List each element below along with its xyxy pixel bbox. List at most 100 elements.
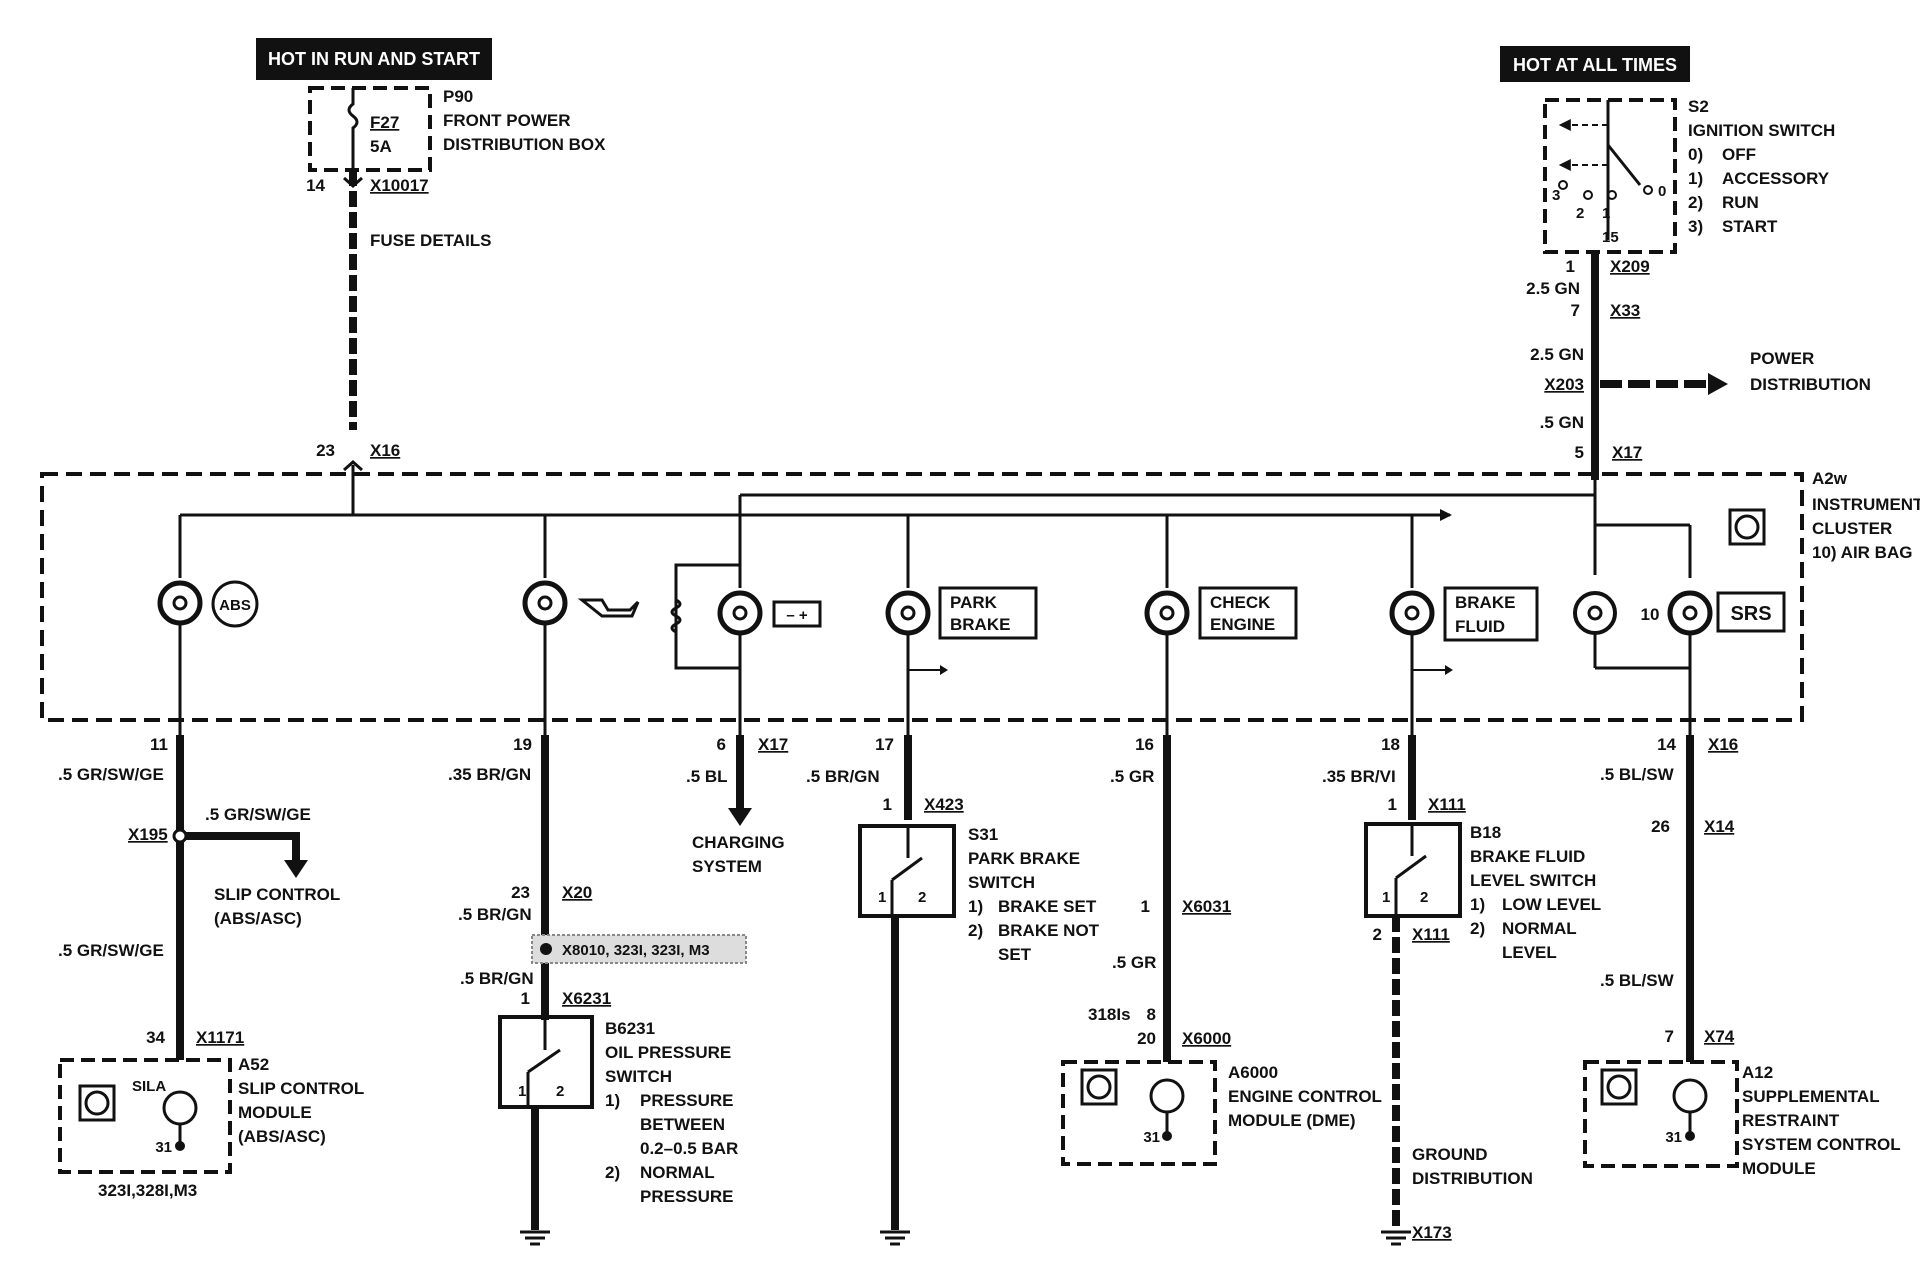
svg-text:SRS: SRS: [1730, 603, 1771, 625]
svg-text:A52: A52: [238, 1055, 269, 1074]
svg-text:S2: S2: [1688, 97, 1709, 116]
svg-text:18: 18: [1381, 735, 1400, 754]
svg-text:318Is: 318Is: [1088, 1005, 1131, 1024]
svg-text:S31: S31: [968, 825, 998, 844]
header-hot-all-times: HOT AT ALL TIMES: [1500, 46, 1690, 82]
svg-text:PRESSURE: PRESSURE: [640, 1187, 734, 1206]
svg-text:2: 2: [1420, 889, 1428, 906]
svg-text:0: 0: [1658, 183, 1666, 200]
svg-text:X16: X16: [370, 441, 400, 460]
svg-text:DISTRIBUTION: DISTRIBUTION: [1412, 1169, 1533, 1188]
svg-text:IGNITION SWITCH: IGNITION SWITCH: [1688, 121, 1835, 140]
svg-text:1: 1: [1388, 795, 1397, 814]
svg-text:ABS: ABS: [219, 597, 251, 614]
svg-text:BRAKE FLUID: BRAKE FLUID: [1470, 847, 1585, 866]
svg-text:31: 31: [1665, 1129, 1682, 1146]
svg-text:MODULE (DME): MODULE (DME): [1228, 1111, 1355, 1130]
svg-text:6: 6: [717, 735, 726, 754]
svg-text:X209: X209: [1610, 257, 1650, 276]
svg-text:X203: X203: [1544, 375, 1584, 394]
svg-text:8: 8: [1147, 1005, 1156, 1024]
svg-text:SILA: SILA: [132, 1078, 166, 1095]
svg-text:.5 BR/GN: .5 BR/GN: [458, 905, 532, 924]
brake-fluid-lamp: BRAKE FLUID: [1389, 515, 1539, 735]
svg-text:LEVEL: LEVEL: [1502, 943, 1557, 962]
svg-text:10) AIR BAG: 10) AIR BAG: [1812, 543, 1912, 562]
module-icon: [1606, 1074, 1632, 1100]
svg-text:1: 1: [518, 1083, 526, 1100]
svg-text:2: 2: [918, 889, 926, 906]
svg-text:.5 GN: .5 GN: [1540, 413, 1584, 432]
transistor-icon: [1149, 1078, 1185, 1114]
svg-text:1: 1: [1602, 205, 1610, 222]
svg-text:.5 BL/SW: .5 BL/SW: [1600, 971, 1675, 990]
svg-text:PARK: PARK: [950, 593, 998, 612]
svg-text:X1171: X1171: [196, 1028, 244, 1047]
svg-text:POWER: POWER: [1750, 349, 1814, 368]
svg-text:X6031: X6031: [1182, 897, 1231, 916]
svg-text:HOT IN RUN AND START: HOT IN RUN AND START: [268, 49, 480, 69]
svg-text:.5 BR/GN: .5 BR/GN: [806, 767, 880, 786]
svg-text:OIL PRESSURE: OIL PRESSURE: [605, 1043, 731, 1062]
ground-icon: [880, 1230, 910, 1246]
svg-text:ENGINE CONTROL: ENGINE CONTROL: [1228, 1087, 1382, 1106]
svg-text:NORMAL: NORMAL: [1502, 919, 1577, 938]
svg-text:19: 19: [513, 735, 532, 754]
svg-text:SLIP CONTROL: SLIP CONTROL: [238, 1079, 364, 1098]
svg-text:20: 20: [1137, 1029, 1156, 1048]
svg-text:2.5 GN: 2.5 GN: [1526, 279, 1580, 298]
svg-text:P90: P90: [443, 87, 473, 106]
svg-text:2): 2): [968, 921, 983, 940]
svg-text:X195: X195: [128, 825, 168, 844]
module-icon: [1086, 1074, 1112, 1100]
svg-text:MODULE: MODULE: [238, 1103, 312, 1122]
svg-text:LEVEL SWITCH: LEVEL SWITCH: [1470, 871, 1596, 890]
svg-text:X17: X17: [1612, 443, 1642, 462]
svg-text:FRONT POWER: FRONT POWER: [443, 111, 571, 130]
svg-text:1: 1: [878, 889, 886, 906]
svg-text:X20: X20: [562, 883, 592, 902]
svg-text:B6231: B6231: [605, 1019, 655, 1038]
svg-text:A6000: A6000: [1228, 1063, 1278, 1082]
svg-text:GROUND: GROUND: [1412, 1145, 1488, 1164]
svg-text:.35 BR/VI: .35 BR/VI: [1322, 767, 1396, 786]
svg-text:X111: X111: [1428, 795, 1466, 814]
svg-text:7: 7: [1665, 1027, 1674, 1046]
svg-text:OFF: OFF: [1722, 145, 1756, 164]
svg-text:0.2–0.5 BAR: 0.2–0.5 BAR: [640, 1139, 738, 1158]
svg-text:ENGINE: ENGINE: [1210, 615, 1275, 634]
svg-text:1: 1: [1382, 889, 1390, 906]
svg-text:SWITCH: SWITCH: [605, 1067, 672, 1086]
svg-text:SYSTEM: SYSTEM: [692, 857, 762, 876]
svg-text:1: 1: [1566, 257, 1575, 276]
svg-text:SYSTEM CONTROL: SYSTEM CONTROL: [1742, 1135, 1901, 1154]
brake-fluid-branch: 18 .35 BR/VI 1 X111 1 2 2 X111 GROUND DI…: [1322, 735, 1601, 1246]
svg-text:DISTRIBUTION BOX: DISTRIBUTION BOX: [443, 135, 606, 154]
airbag-icon: [1734, 514, 1760, 540]
svg-text:5A: 5A: [370, 137, 392, 156]
oil-pressure-branch: 19 .35 BR/GN 23 X20 .5 BR/GN X8010, 323I…: [448, 735, 747, 1246]
svg-text:LOW LEVEL: LOW LEVEL: [1502, 895, 1601, 914]
svg-text:SWITCH: SWITCH: [968, 873, 1035, 892]
svg-text:2: 2: [1576, 205, 1584, 222]
svg-text:PRESSURE: PRESSURE: [640, 1091, 734, 1110]
svg-text:SET: SET: [998, 945, 1032, 964]
resistor-icon: [670, 598, 682, 634]
svg-text:HOT AT ALL TIMES: HOT AT ALL TIMES: [1513, 55, 1677, 75]
svg-text:X17: X17: [758, 735, 788, 754]
instrument-cluster-a2w: A2w INSTRUMENT CLUSTER 10) AIR BAG: [40, 469, 1920, 722]
fuse-icon: [347, 88, 359, 170]
svg-text:1): 1): [1470, 895, 1485, 914]
svg-text:CHECK: CHECK: [1210, 593, 1271, 612]
svg-text:31: 31: [1143, 1129, 1160, 1146]
svg-text:2): 2): [1688, 193, 1703, 212]
svg-text:.5 GR: .5 GR: [1112, 953, 1156, 972]
svg-text:NORMAL: NORMAL: [640, 1163, 715, 1182]
svg-text:FUSE DETAILS: FUSE DETAILS: [370, 231, 492, 250]
svg-text:7: 7: [1571, 301, 1580, 320]
svg-text:BRAKE: BRAKE: [950, 615, 1010, 634]
svg-text:F27: F27: [370, 113, 399, 132]
svg-text:5: 5: [1575, 443, 1584, 462]
svg-text:X16: X16: [1708, 735, 1738, 754]
svg-text:26: 26: [1651, 817, 1670, 836]
